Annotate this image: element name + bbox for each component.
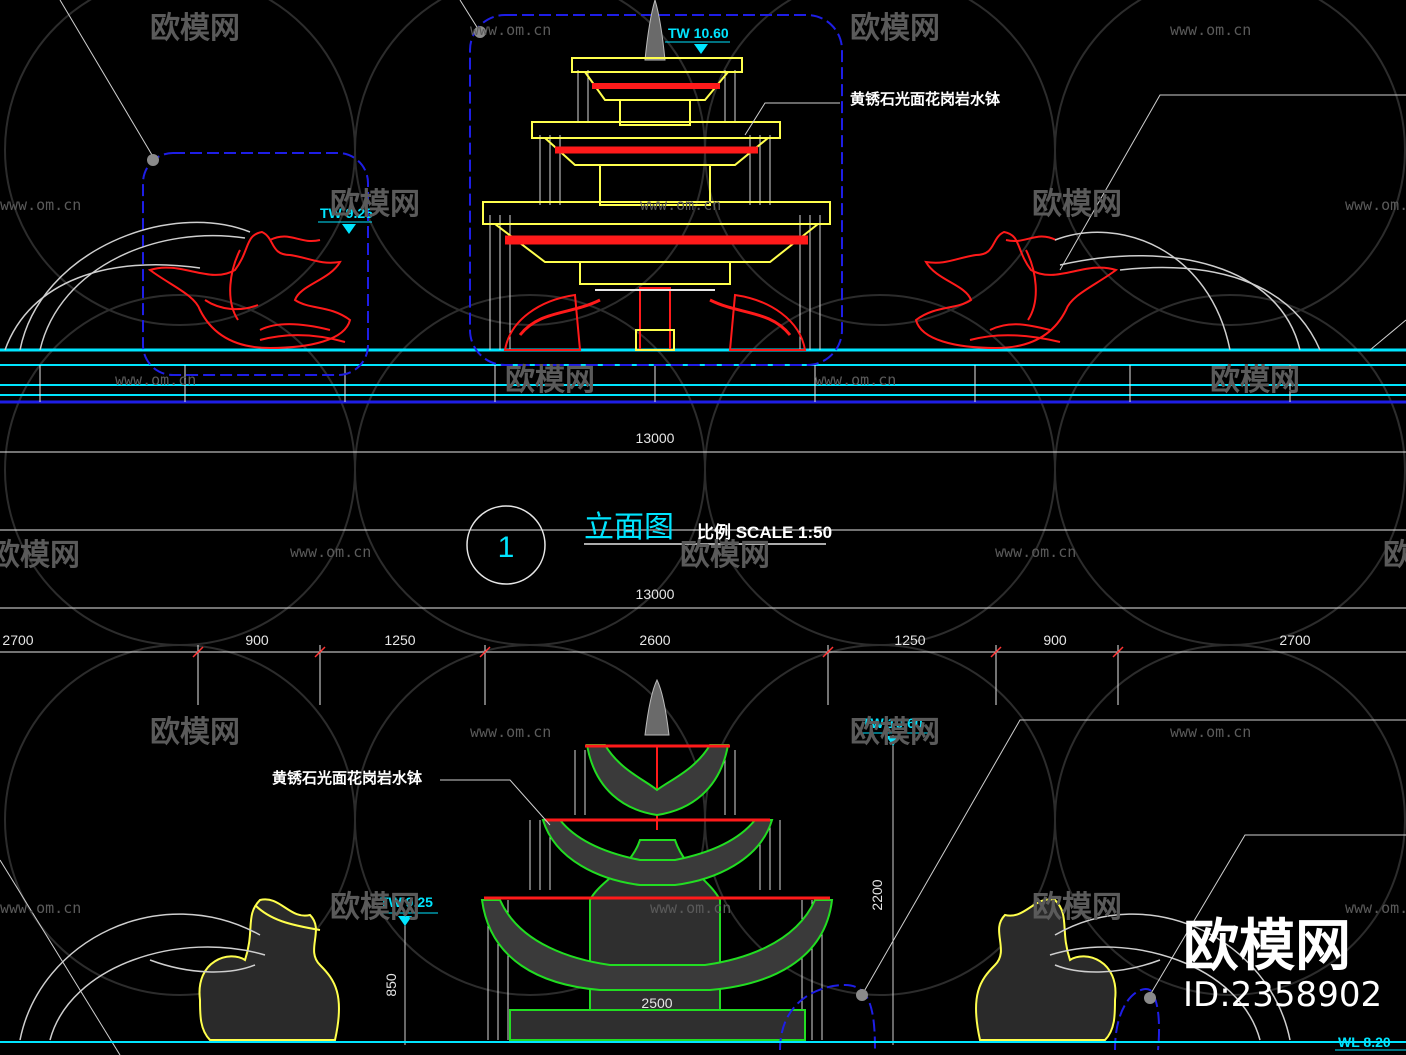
water-arc-section-right: [1049, 913, 1291, 1041]
dim-overall-top: 13000: [636, 430, 675, 446]
dim-height: 850: [383, 973, 399, 997]
watermark-url: www.om.cn: [650, 899, 731, 917]
watermark-cn: 欧模网: [150, 11, 240, 46]
brand-mark: 欧模网 ID:2358902: [1183, 914, 1382, 1015]
boundary-dashed: [142, 14, 843, 376]
material-note: 黄锈石光面花岗岩水钵: [272, 769, 423, 787]
water-arc-section-left: [19, 913, 266, 1041]
leader-dot: [474, 26, 486, 38]
swan-section-right: [974, 898, 1117, 1041]
title-block: 1 立面图 比例 SCALE 1:50: [466, 505, 832, 585]
watermark-url: www.om.cn: [470, 723, 551, 741]
swan-right: [914, 230, 1119, 350]
watermark-cn: 欧模网: [1383, 538, 1406, 573]
dim-segment: 900: [245, 632, 269, 648]
dim-segment: 2600: [639, 632, 670, 648]
watermark-cn: 欧模网: [330, 187, 420, 222]
watermark-url: www.om.cn: [815, 371, 896, 389]
level-label: TW 9.25: [380, 894, 433, 910]
dim-segment: 900: [1043, 632, 1067, 648]
watermark-url: www.om.cn: [0, 196, 81, 214]
water-arc-right: [1054, 231, 1321, 351]
leader-dot: [1144, 992, 1156, 1004]
dim-overall-mid: 13000: [636, 586, 675, 602]
leaders-top: [59, 0, 1406, 351]
water-arc-left: [4, 221, 251, 351]
fountain-elevation: [482, 0, 831, 351]
watermark-url: www.om.cn: [0, 899, 81, 917]
dim-segment: 1250: [894, 632, 925, 648]
scale-label: 比例 SCALE 1:50: [697, 522, 832, 542]
watermark-url: www.om.cn: [1170, 723, 1251, 741]
watermark-cn: 欧模网: [505, 363, 595, 398]
view-number: 1: [498, 531, 515, 564]
leader-dot: [147, 154, 159, 166]
leaders-bottom: [0, 719, 1406, 1055]
brand-id: ID:2358902: [1183, 975, 1382, 1015]
dimension-lines: [0, 451, 1406, 705]
watermark-cn: 欧模网: [0, 538, 80, 573]
watermark-url: www.om.cn: [1170, 21, 1251, 39]
dim-segment: 2700: [2, 632, 33, 648]
leader-dot: [856, 989, 868, 1001]
view-title: 立面图: [584, 510, 674, 545]
level-marker-tw-top: TW 10.60: [665, 25, 730, 54]
ground-lines: [0, 348, 1406, 404]
watermark-cn: 欧模网: [850, 715, 940, 750]
swan-section-left: [198, 898, 341, 1041]
watermark-url: www.om.cn: [290, 543, 371, 561]
level-label: TW 9.25: [320, 205, 373, 221]
level-marker-tw-side-section: TW 9.25: [378, 894, 438, 926]
watermark-cn: 欧模网: [1032, 890, 1122, 925]
dim-base-width: 2500: [641, 995, 672, 1011]
level-label: TW 10.60: [668, 25, 729, 41]
watermark-url: www.om.cn: [1345, 196, 1406, 214]
watermark-cn: 欧模网: [1032, 187, 1122, 222]
dimension-ticks: [192, 646, 1124, 658]
dim-segment: 2700: [1279, 632, 1310, 648]
watermark-cn: 欧模网: [1210, 363, 1300, 398]
watermark-url: www.om.cn: [470, 21, 551, 39]
watermark-url: www.om.cn: [640, 196, 721, 214]
level-label: TW 10.60: [862, 715, 923, 731]
watermark-url: www.om.cn: [115, 371, 196, 389]
brand-name: 欧模网: [1183, 914, 1351, 979]
level-marker-tw-top-section: TW 10.60: [860, 715, 928, 746]
fountain-section: [480, 678, 834, 1041]
swan-left: [147, 230, 352, 350]
level-marker-tw-side: TW 9.25: [318, 205, 373, 234]
watermark-url: www.om.cn: [995, 543, 1076, 561]
watermark-cn: 欧模网: [850, 11, 940, 46]
dim-segment: 1250: [384, 632, 415, 648]
dim-height: 2200: [869, 879, 885, 910]
material-note: 黄锈石光面花岗岩水钵: [850, 90, 1001, 108]
watermark-cn: 欧模网: [330, 890, 420, 925]
boundary-dashed-section: [779, 983, 1161, 1051]
watermark-cn: 欧模网: [150, 715, 240, 750]
watermark-url: www.om.cn: [1345, 899, 1406, 917]
watermark-cn: 欧模网: [680, 538, 770, 573]
watermarks: 欧模网 www.om.cn 欧模网 www.om.cn www.om.cn 欧模…: [0, 11, 1406, 925]
